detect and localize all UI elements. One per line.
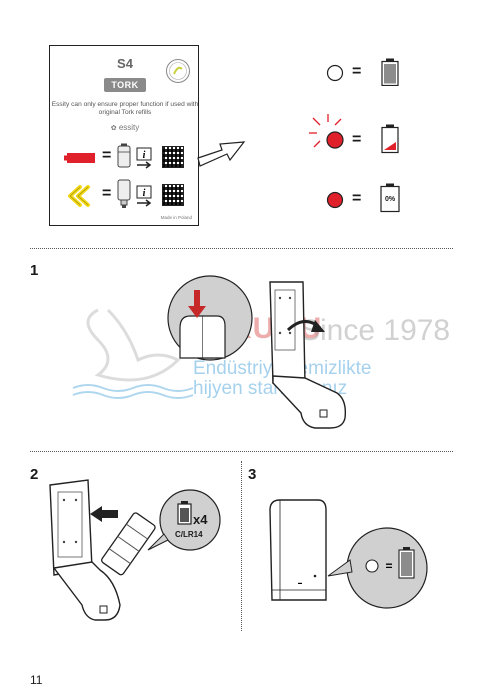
red-battery-icon [64,153,95,163]
step-number-1: 1 [30,262,39,279]
equals-sign: = [352,190,362,207]
soap-refill-icon [117,179,131,208]
qr-code-batteries [162,146,184,168]
step3-closed-dispenser-illustration: ▬ = [269,499,428,609]
equals-sign: = [102,147,112,164]
refill-notice: Essity can only ensure proper function i… [51,101,199,116]
made-in-label: Made in Poland [160,215,192,220]
svg-text:i: i [143,150,146,161]
column-divider [241,461,242,631]
battery-empty-icon [380,183,400,213]
certification-seal-icon [166,59,190,83]
qr-code-refill [162,184,184,206]
led-off-icon [326,64,344,82]
tork-logo: TORK [104,78,146,92]
step-number-3: 3 [248,466,257,483]
svg-text:i: i [143,188,146,199]
battery-zero-percent: 0% [384,196,396,203]
battery-count: x4 [193,512,208,527]
callout-arrow-icon [197,141,246,167]
step2-insert-battery-illustration [49,479,221,621]
swan-watermark-icon [72,308,194,399]
step-number-2: 2 [30,466,39,483]
led-red-icon [326,191,344,209]
page-number: 11 [30,673,43,687]
battery-low-icon [381,124,399,154]
watermark-since: Since 1978 [300,314,451,347]
c-battery-cells-icon [117,143,131,168]
battery-full-icon [381,58,399,86]
equals-sign: = [352,63,362,80]
essity-logo: ✿ essity [110,123,140,132]
svg-text:▬: ▬ [298,580,302,585]
essity-mark-icon: ✿ [110,125,117,132]
refill-label-card: S4 TORK Essity can only ensure proper fu… [49,45,199,226]
info-arrow-icon: i [136,147,152,169]
step1-open-dispenser-illustration [167,275,347,429]
led-blinking-red-icon [309,114,344,149]
model-name: S4 [117,56,133,71]
info-arrow-icon: i [136,185,152,207]
yellow-refill-chevron-icon [68,185,90,207]
equals-sign: = [352,131,362,148]
section-divider [30,451,453,452]
battery-type: C/LR14 [175,530,203,539]
equals-sign: = [102,185,112,202]
section-divider [30,248,453,249]
svg-text:=: = [385,559,392,573]
